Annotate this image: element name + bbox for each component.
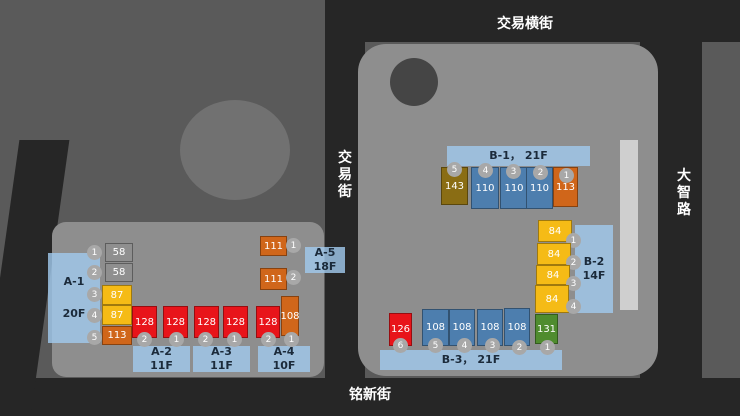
building-floors: 20F — [62, 307, 86, 320]
unit-number-badge: 4 — [457, 338, 472, 353]
unit-number-badge: 1 — [286, 238, 301, 253]
building-floors: 11F — [210, 359, 233, 372]
plaza-circle — [180, 100, 290, 200]
building-label-b-3: B-3，21F — [380, 350, 562, 370]
unit-area: 84 — [535, 285, 569, 313]
building-floors: 11F — [150, 359, 173, 372]
unit-number-badge: 5 — [428, 338, 443, 353]
unit-area: 84 — [537, 243, 571, 265]
unit-number-badge: 2 — [261, 332, 276, 347]
building-id: A-1 — [63, 275, 85, 288]
unit-area: 126 — [389, 313, 412, 346]
fountain — [390, 58, 438, 106]
unit-number-badge: 1 — [169, 332, 184, 347]
unit-number-badge: 3 — [506, 164, 521, 179]
unit-area: 113 — [102, 326, 132, 345]
street-label-top: 交易横街 — [497, 16, 553, 32]
unit-number-badge: 2 — [286, 270, 301, 285]
building-id: A-3 — [211, 345, 232, 358]
building-floors: 18F — [313, 260, 337, 273]
unit-number-badge: 3 — [87, 287, 102, 302]
unit-area: 58 — [105, 243, 133, 262]
unit-number-badge: 3 — [566, 276, 581, 291]
unit-number-badge: 5 — [87, 330, 102, 345]
building-floors: 10F — [272, 359, 296, 372]
unit-number-badge: 1 — [87, 245, 102, 260]
unit-area: 111 — [260, 268, 287, 290]
unit-number-badge: 5 — [447, 162, 462, 177]
building-id: B-2 — [583, 255, 605, 268]
building-label-b-1: B-1，21F — [447, 146, 590, 166]
unit-number-badge: 1 — [227, 332, 242, 347]
road-mingxin-street — [0, 378, 740, 416]
unit-number-badge: 4 — [566, 299, 581, 314]
unit-number-badge: 2 — [198, 332, 213, 347]
unit-number-badge: 4 — [478, 163, 493, 178]
unit-area: 108 — [449, 309, 475, 346]
unit-area: 84 — [538, 220, 572, 242]
unit-number-badge: 1 — [540, 340, 555, 355]
unit-number-badge: 2 — [512, 340, 527, 355]
sidewalk-strip — [620, 140, 638, 310]
unit-area: 87 — [102, 285, 132, 305]
unit-area: 58 — [105, 263, 133, 282]
unit-number-badge: 4 — [87, 308, 102, 323]
unit-area: 84 — [536, 265, 570, 285]
building-id: A-2 — [151, 345, 172, 358]
building-floors: 21F — [524, 149, 548, 162]
building-id: A-4 — [273, 345, 295, 358]
unit-area: 108 — [280, 296, 300, 336]
building-id: B-3， — [441, 353, 474, 366]
street-label-right: 大智路 — [677, 168, 691, 218]
unit-number-badge: 2 — [137, 332, 152, 347]
unit-number-badge: 1 — [559, 168, 574, 183]
unit-area: 87 — [102, 305, 132, 325]
building-id: A-5 — [314, 246, 336, 259]
building-floors: 21F — [477, 353, 501, 366]
unit-area: 108 — [504, 308, 530, 346]
street-label-middle: 交易街 — [338, 150, 352, 200]
unit-number-badge: 6 — [393, 338, 408, 353]
unit-number-badge: 3 — [485, 338, 500, 353]
unit-number-badge: 1 — [284, 332, 299, 347]
street-label-bottom: 铭新街 — [349, 387, 391, 403]
unit-number-badge: 2 — [533, 165, 548, 180]
unit-number-badge: 2 — [87, 265, 102, 280]
unit-area: 111 — [260, 236, 287, 256]
unit-area: 143 — [441, 167, 468, 205]
building-id: B-1， — [489, 149, 521, 162]
building-floors: 14F — [582, 269, 606, 282]
